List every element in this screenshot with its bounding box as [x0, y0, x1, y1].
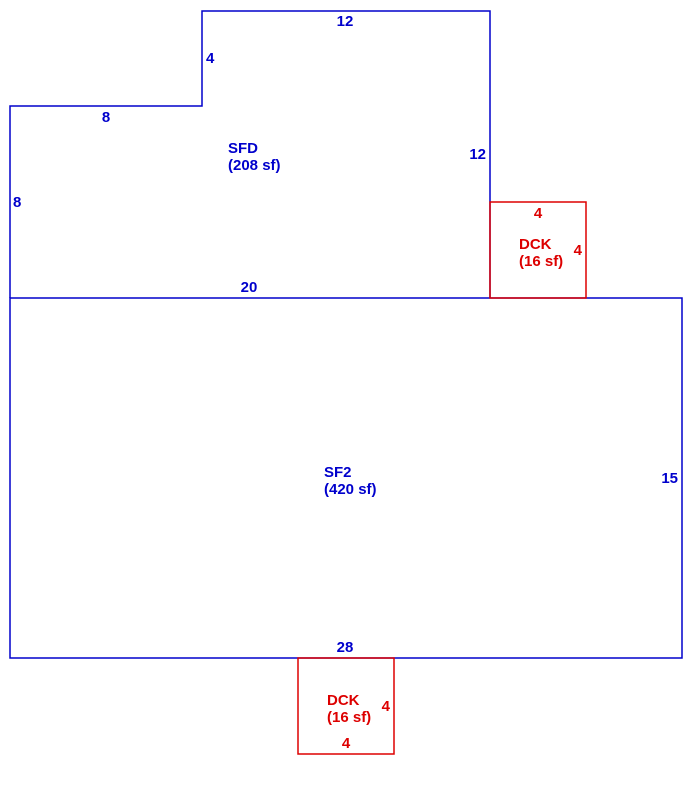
- sfd-area-label: (208 sf): [228, 157, 281, 174]
- deck-upper-outline: [489, 201, 587, 299]
- deck-lower-dim-right: 4: [382, 698, 391, 715]
- deck-lower-dim-bottom: 4: [342, 735, 351, 752]
- deck-upper-dim-top: 4: [534, 205, 543, 222]
- sfd-dim-step: 4: [206, 50, 215, 67]
- sfd-dim-right: 12: [469, 146, 486, 163]
- sf2-area-label: (420 sf): [324, 481, 377, 498]
- sf2-dim-bottom: 28: [337, 639, 354, 656]
- sfd-dim-left: 8: [13, 194, 21, 211]
- sfd-dim-upper-left: 8: [102, 109, 110, 126]
- sf2-code-label: SF2: [324, 464, 352, 481]
- sf2-dim-right: 15: [661, 470, 678, 487]
- deck-lower-code-label: DCK: [327, 692, 360, 709]
- deck-upper-code-label: DCK: [519, 236, 552, 253]
- sfd-dim-top: 12: [337, 13, 354, 30]
- sfd-outline: [9, 10, 491, 298]
- deck-lower-outline: [297, 657, 395, 755]
- sfd-dim-bottom: 20: [241, 279, 258, 296]
- deck-upper-area-label: (16 sf): [519, 253, 563, 270]
- deck-upper-dim-right: 4: [574, 242, 583, 259]
- sfd-code-label: SFD: [228, 140, 258, 157]
- deck-lower-area-label: (16 sf): [327, 709, 371, 726]
